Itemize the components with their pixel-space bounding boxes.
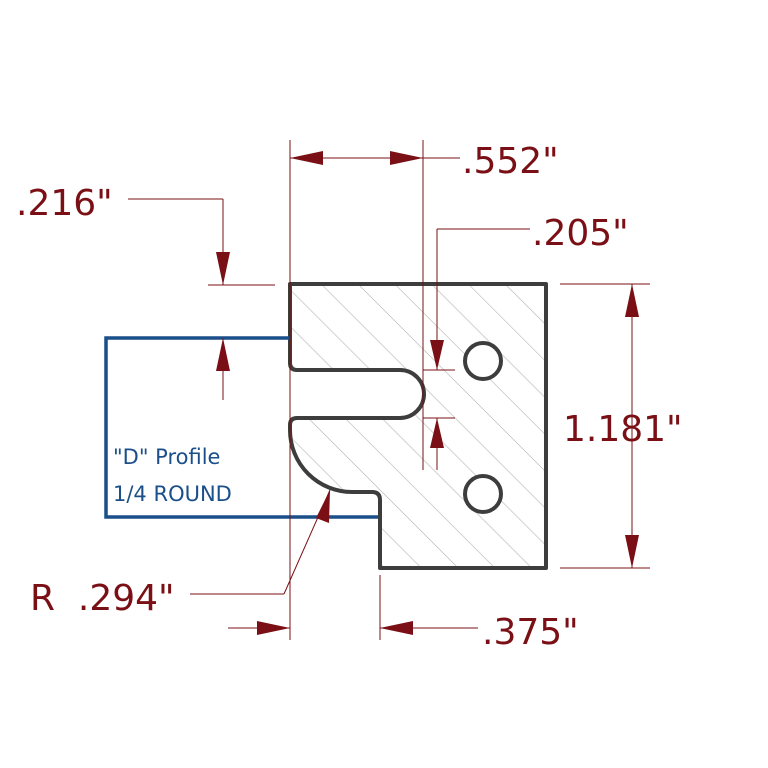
d-profile-outline <box>104 336 378 519</box>
part-outline <box>288 282 548 570</box>
profile-label-line2: 1/4 ROUND <box>113 482 232 506</box>
dimension-labels: .552" .216" .205" 1.181" R .294" .375" <box>16 141 683 653</box>
profile-label-line1: "D" Profile <box>113 445 220 469</box>
mounting-hole-top <box>463 341 503 381</box>
part-body <box>288 282 548 570</box>
d-profile: "D" Profile 1/4 ROUND <box>104 336 378 519</box>
dim-slot-width: .205" <box>532 213 629 254</box>
dim-bottom-width: .375" <box>482 612 579 653</box>
dimension-arrows <box>216 151 639 635</box>
mounting-hole-bottom <box>463 474 503 514</box>
dim-radius: R .294" <box>30 578 175 619</box>
dim-height: 1.181" <box>563 409 683 450</box>
dim-width-top: .552" <box>462 141 559 182</box>
dim-notch-depth: .216" <box>16 183 113 224</box>
